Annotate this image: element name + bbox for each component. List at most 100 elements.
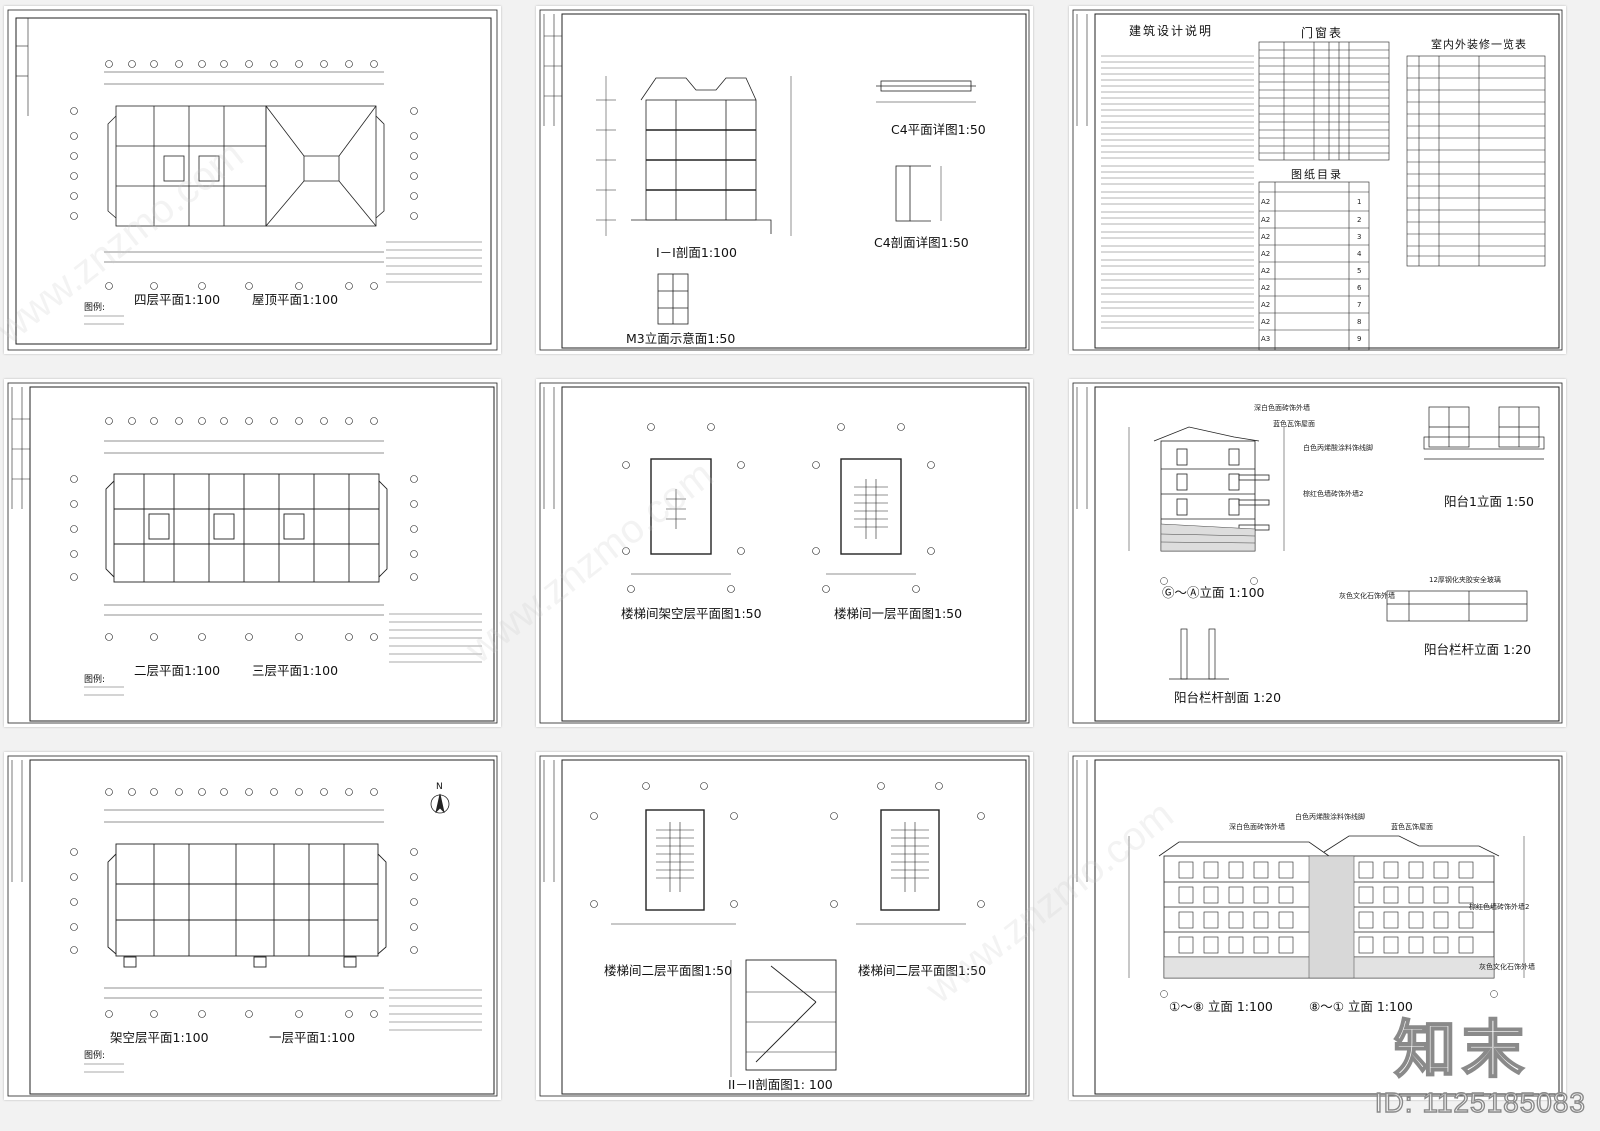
watermark-id: ID: 1125185083 bbox=[1374, 1086, 1586, 1118]
note-brown-tile: 棕红色墙砖饰外墙2 bbox=[1303, 490, 1364, 498]
drawing-title-stair-ground: 楼梯间一层平面图1:50 bbox=[834, 606, 963, 621]
index-number: 8 bbox=[1357, 318, 1362, 326]
drawing-title-stair-2f-a: 楼梯间二层平面图1:50 bbox=[604, 963, 733, 978]
note-blue-roof: 蓝色瓦饰屋面 bbox=[1273, 420, 1315, 428]
drawing-title-ground-floor-plan: 一层平面1:100 bbox=[269, 1030, 356, 1045]
drawing-title-stair-2f-b: 楼梯间二层平面图1:50 bbox=[858, 963, 987, 978]
note-white-cornice: 白色丙烯酸涂料饰线脚 bbox=[1303, 444, 1373, 452]
drawing-sheet-2nd-3rd-floor-plan[interactable]: 二层平面1:100 三层平面1:100 图例: bbox=[4, 379, 501, 727]
design-notes-title: 建筑设计说明 bbox=[1129, 24, 1214, 38]
drawing-sheet-stair-plans[interactable]: 楼梯间架空层平面图1:50 楼梯间一层平面图1:50 bbox=[536, 379, 1033, 727]
axis-bubbles-top bbox=[105, 60, 378, 68]
watermark-logo: 知末 bbox=[1393, 1012, 1530, 1087]
drawing-title-c4-plan: C4平面详图1:50 bbox=[891, 122, 986, 137]
sheet-drawing bbox=[539, 755, 1030, 1097]
drawing-index-title: 图纸目录 bbox=[1291, 168, 1343, 181]
index-number: 2 bbox=[1357, 216, 1362, 224]
note-grey-stone: 灰色文化石饰外墙 bbox=[1479, 963, 1535, 971]
north-arrow-icon bbox=[430, 793, 450, 814]
stair-plan-basement bbox=[650, 458, 712, 555]
drawing-title-c4-section: C4剖面详图1:50 bbox=[874, 235, 969, 250]
index-size: A2 bbox=[1261, 216, 1271, 224]
sheet-drawing bbox=[539, 9, 1030, 351]
drawing-title-4th-floor-plan: 四层平面1:100 bbox=[134, 292, 221, 307]
north-arrow-label: N bbox=[436, 782, 443, 792]
index-number: 9 bbox=[1357, 335, 1362, 343]
drawing-title-stair-basement: 楼梯间架空层平面图1:50 bbox=[621, 606, 762, 621]
drawing-sheet-stair-upper-plans[interactable]: 楼梯间二层平面图1:50 楼梯间二层平面图1:50 II－II剖面图1: 100 bbox=[536, 752, 1033, 1100]
drawing-sheet-front-rear-elevation[interactable]: ①～⑧ 立面 1:100 ⑧～① 立面 1:100 深白色面砖饰外墙 白色丙烯酸… bbox=[1069, 752, 1566, 1100]
note-white-tile: 深白色面砖饰外墙 bbox=[1229, 823, 1285, 831]
drawing-title-basement-plan: 架空层平面1:100 bbox=[110, 1030, 209, 1045]
sheet-drawing bbox=[539, 382, 1030, 724]
stair-plan-ground bbox=[840, 458, 902, 555]
legend-label: 图例: bbox=[84, 1051, 106, 1061]
index-number: 1 bbox=[1357, 198, 1362, 206]
sheet-drawing bbox=[7, 755, 498, 1097]
note-grey-stone: 灰色文化石饰外墙 bbox=[1339, 592, 1395, 600]
design-notes-text-lines bbox=[1101, 55, 1254, 329]
index-size: A2 bbox=[1261, 267, 1271, 275]
drawing-index-table bbox=[1258, 181, 1370, 351]
c4-plan-detail bbox=[876, 80, 976, 103]
stone-base-hatch bbox=[1163, 855, 1495, 979]
drawing-title-2nd-floor-plan: 二层平面1:100 bbox=[134, 663, 221, 678]
m3-elevation bbox=[657, 273, 689, 325]
drawing-title-balcony-elevation: 阳台1立面 1:50 bbox=[1444, 494, 1534, 509]
drawing-sheet-side-elevation[interactable]: Ⓖ～Ⓐ立面 1:100 阳台1立面 1:50 阳台栏杆立面 1:20 阳台栏杆剖… bbox=[1069, 379, 1566, 727]
door-window-table-title: 门窗表 bbox=[1301, 26, 1344, 40]
stair-plan-2f-b bbox=[880, 809, 940, 911]
drawing-sheet-design-notes[interactable]: 建筑设计说明 门窗表 室内外装修一览表 图纸目录 A2 A2 A2 A2 A2 … bbox=[1069, 6, 1566, 354]
index-number: 5 bbox=[1357, 267, 1362, 275]
elevation-windows bbox=[1178, 861, 1474, 954]
finish-table-title: 室内外装修一览表 bbox=[1431, 38, 1527, 51]
c4-section-detail bbox=[895, 165, 942, 222]
stair-plan-2f-a bbox=[645, 809, 705, 911]
railing-elevation-drawing bbox=[1386, 590, 1528, 622]
note-brown-tile: 棕红色墙砖饰外墙2 bbox=[1469, 903, 1530, 911]
index-number: 3 bbox=[1357, 233, 1362, 241]
drawing-sheet-4th-floor-roof-plan[interactable]: 四层平面1:100 屋顶平面1:100 图例: bbox=[4, 6, 501, 354]
balcony-elevation-drawing bbox=[1423, 406, 1545, 460]
drawing-title-rear-elevation: ⑧～① 立面 1:100 bbox=[1309, 999, 1413, 1014]
index-size: A2 bbox=[1261, 284, 1271, 292]
sheet-drawing bbox=[1072, 382, 1563, 724]
index-size: A2 bbox=[1261, 198, 1271, 206]
drawing-title-roof-plan: 屋顶平面1:100 bbox=[252, 292, 339, 307]
index-size: A3 bbox=[1261, 335, 1271, 343]
sheet-drawing bbox=[1072, 755, 1563, 1097]
index-number: 6 bbox=[1357, 284, 1362, 292]
section-drawing bbox=[596, 76, 792, 236]
sheet-drawing bbox=[7, 9, 498, 351]
index-number: 4 bbox=[1357, 250, 1362, 258]
note-white-cornice: 白色丙烯酸涂料饰线脚 bbox=[1295, 813, 1365, 821]
drawing-title-railing-elevation: 阳台栏杆立面 1:20 bbox=[1424, 642, 1532, 657]
index-size: A2 bbox=[1261, 233, 1271, 241]
sheet-drawing bbox=[1072, 9, 1563, 351]
drawing-title-3rd-floor-plan: 三层平面1:100 bbox=[252, 663, 339, 678]
note-white-tile: 深白色面砖饰外墙 bbox=[1254, 404, 1310, 412]
index-size: A2 bbox=[1261, 318, 1271, 326]
finish-schedule-table bbox=[1406, 55, 1546, 267]
door-window-table bbox=[1258, 41, 1390, 161]
drawing-title-front-elevation: ①～⑧ 立面 1:100 bbox=[1169, 999, 1273, 1014]
drawing-sheet-section-details[interactable]: I－I剖面1:100 C4平面详图1:50 C4剖面详图1:50 M3立面示意面… bbox=[536, 6, 1033, 354]
floor-plan-drawing bbox=[107, 105, 267, 227]
drawing-title-m3-elevation: M3立面示意面1:50 bbox=[626, 331, 736, 346]
index-number: 7 bbox=[1357, 301, 1362, 309]
drawing-title-section-1-1: I－I剖面1:100 bbox=[656, 245, 737, 260]
roof-plan-drawing bbox=[265, 105, 385, 227]
index-size: A2 bbox=[1261, 301, 1271, 309]
axis-bubbles-left bbox=[70, 107, 418, 220]
stair-section-drawing bbox=[730, 959, 837, 1077]
railing-section-drawing bbox=[1169, 628, 1229, 680]
drawing-title-section-2-2: II－II剖面图1: 100 bbox=[728, 1077, 833, 1092]
drawing-sheet-basement-ground-plan[interactable]: N 架空层平面1:100 一层平面1:100 图例: bbox=[4, 752, 501, 1100]
drawing-title-side-elevation: Ⓖ～Ⓐ立面 1:100 bbox=[1162, 585, 1265, 600]
sheet-drawing bbox=[7, 382, 498, 724]
floor-plan-drawing bbox=[105, 473, 388, 583]
note-blue-roof: 蓝色瓦饰屋面 bbox=[1391, 823, 1433, 831]
drawing-title-railing-section: 阳台栏杆剖面 1:20 bbox=[1174, 690, 1282, 705]
floor-plan-drawing bbox=[107, 843, 387, 968]
legend-label: 图例: bbox=[84, 675, 106, 685]
